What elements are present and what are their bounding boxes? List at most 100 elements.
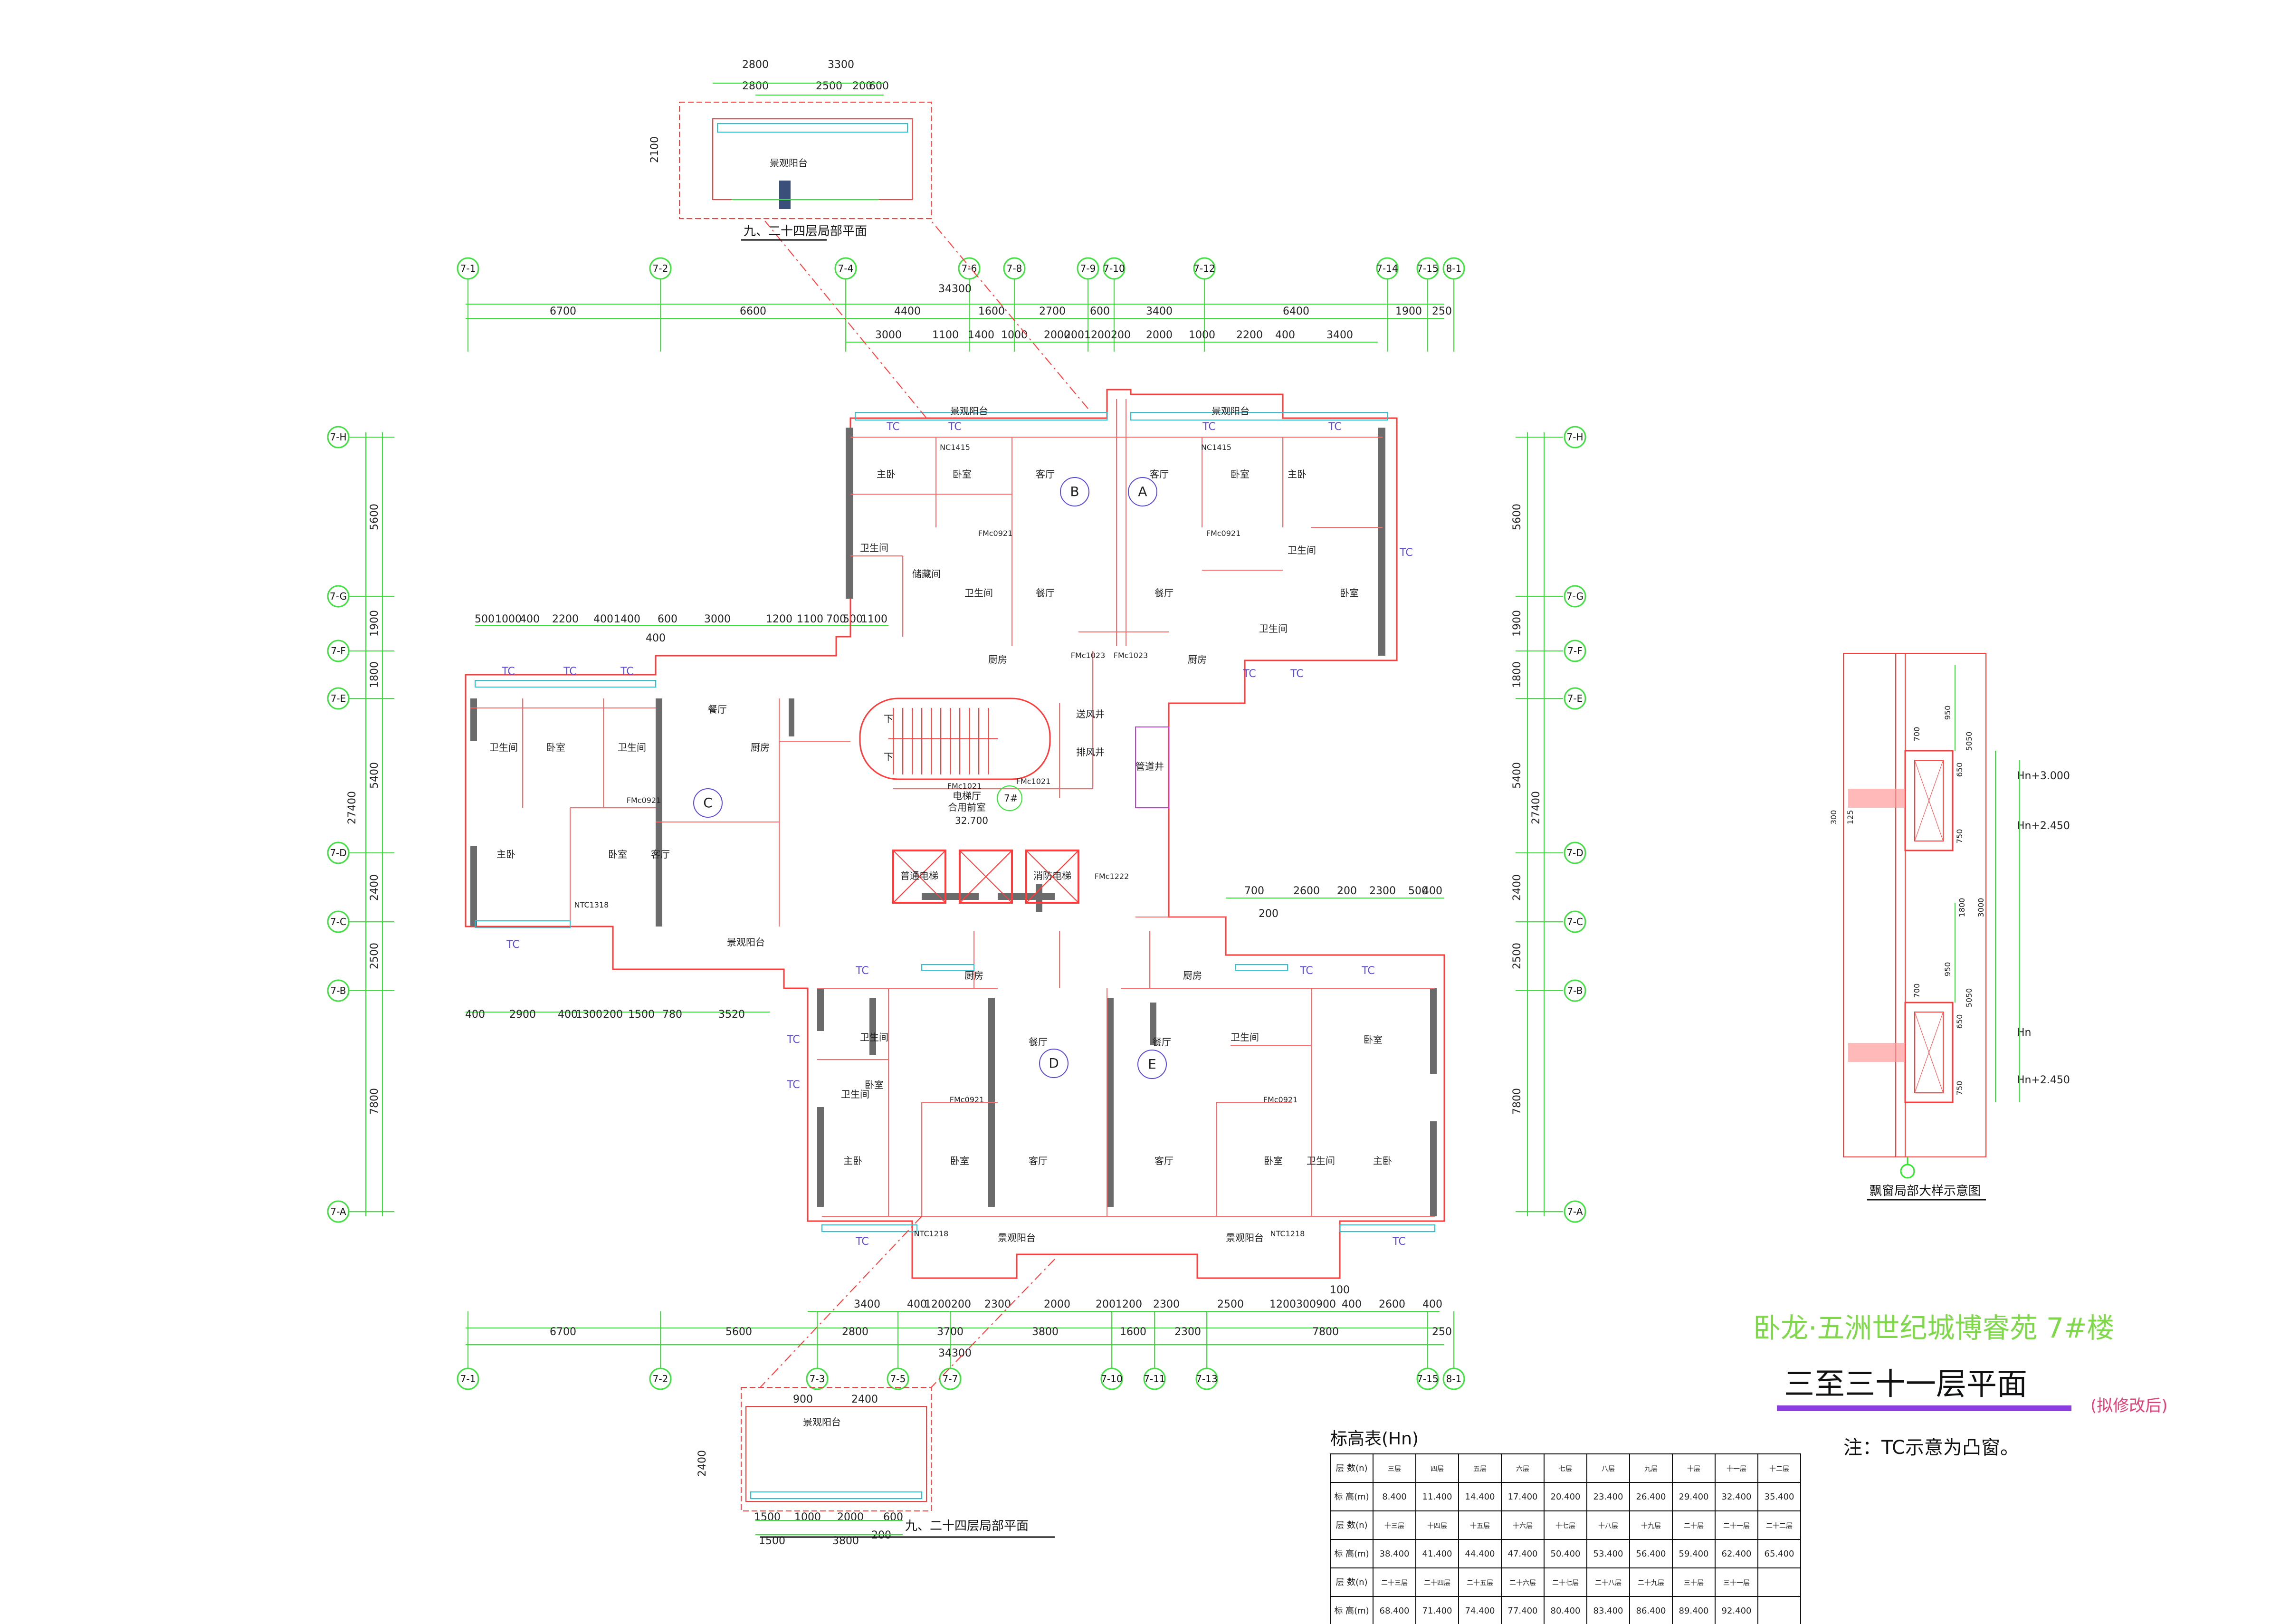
axis-right-7-C-bubble bbox=[1564, 910, 1586, 933]
axis-bottom-7-11: 7-11 bbox=[1144, 1373, 1165, 1385]
dim-mid-left-bottom: 400 bbox=[465, 1009, 485, 1021]
axis-right-7-H-bubble bbox=[1564, 426, 1586, 449]
window-detail-dim: 700 bbox=[1912, 984, 1921, 998]
dim-mid-left-bottom: 780 bbox=[662, 1009, 682, 1021]
tc-marker: TC bbox=[1392, 1236, 1406, 1248]
axis-top-7-4-bubble bbox=[834, 257, 857, 280]
elevation-cell: 56.400 bbox=[1636, 1549, 1666, 1559]
dim-mid-left-bottom: 1300 bbox=[576, 1009, 602, 1021]
elevation-cell: 二十一层 bbox=[1723, 1522, 1750, 1530]
door-tag: FMc0921 bbox=[950, 1095, 984, 1104]
dim-mid-left-bottom: 2900 bbox=[509, 1009, 536, 1021]
dim-bottom-row2: 2300 bbox=[984, 1299, 1011, 1310]
tc-marker: TC bbox=[563, 666, 577, 678]
elevation-cell: 十六层 bbox=[1513, 1522, 1533, 1530]
axis-left-7-H-bubble bbox=[327, 426, 350, 449]
axis-top-7-9: 7-9 bbox=[1080, 263, 1096, 274]
dim-mid-right: 700 bbox=[1244, 885, 1264, 897]
dim-mid-left: 1100 bbox=[861, 613, 887, 625]
dim-top-row1: 2700 bbox=[1039, 306, 1066, 317]
dim-mid-left: 3000 bbox=[704, 613, 731, 625]
axis-left-7-B-bubble bbox=[327, 979, 350, 1002]
dim-bottom-row2: 2500 bbox=[1217, 1299, 1244, 1310]
elevation-cell: 九层 bbox=[1644, 1465, 1658, 1473]
tc-marker: TC bbox=[855, 965, 869, 977]
room-C-7: 厨房 bbox=[751, 742, 770, 753]
room-C-5: 卫生间 bbox=[489, 742, 518, 753]
door-tag: NC1415 bbox=[940, 443, 970, 452]
door-tag: FMc1021 bbox=[947, 782, 982, 791]
elevation-cell: 二十九层 bbox=[1638, 1579, 1664, 1587]
dim-left: 5400 bbox=[369, 762, 381, 789]
tc-marker: TC bbox=[1328, 421, 1342, 433]
elevation-cell: 89.400 bbox=[1679, 1606, 1709, 1616]
unit-A-circle bbox=[1128, 477, 1157, 506]
unit-E-label: E bbox=[1148, 1056, 1156, 1072]
dim-top-row2: 2000 bbox=[1146, 329, 1173, 341]
dim-bottom-row2: 1200 bbox=[1269, 1299, 1296, 1310]
dim-bottom-row2: 400 bbox=[1422, 1299, 1442, 1310]
dim-left-total: 27400 bbox=[346, 791, 358, 824]
elevator-bank bbox=[892, 850, 1079, 904]
pipe-label: 管道井 bbox=[1135, 761, 1164, 772]
axis-bottom-8-1: 8-1 bbox=[1446, 1373, 1462, 1385]
elevator-label: 普通电梯 bbox=[900, 870, 938, 881]
tc-marker: TC bbox=[1361, 965, 1375, 977]
elevation-cell: 五层 bbox=[1473, 1465, 1487, 1473]
note-text: 注：TC示意为凸窗。 bbox=[1843, 1437, 2019, 1459]
dim-partial-top: 3300 bbox=[828, 59, 854, 71]
axis-bottom-7-13-bubble bbox=[1195, 1367, 1218, 1390]
elevation-cell: 二十三层 bbox=[1381, 1579, 1408, 1587]
elevation-cell: 四层 bbox=[1431, 1465, 1444, 1473]
dim-right-total: 27400 bbox=[1530, 791, 1542, 824]
elevation-cell: 32.400 bbox=[1722, 1492, 1752, 1502]
elevation-cell: 二十二层 bbox=[1766, 1522, 1793, 1530]
dim-mid-right: 500 bbox=[1408, 885, 1428, 897]
door-tag: FMc0921 bbox=[978, 529, 1013, 538]
axis-bottom-7-13: 7-13 bbox=[1196, 1373, 1217, 1385]
axis-top-7-2: 7-2 bbox=[653, 263, 668, 274]
room-E-5: 卫生间 bbox=[1231, 1032, 1259, 1043]
elevation-cell: 14.400 bbox=[1465, 1492, 1495, 1502]
tc-marker: TC bbox=[501, 666, 515, 678]
dim-left: 7800 bbox=[369, 1088, 381, 1115]
door-tag: NTC1318 bbox=[574, 900, 609, 909]
dim-right: 2400 bbox=[1511, 874, 1523, 901]
tc-marker: TC bbox=[506, 939, 520, 951]
tc-marker: TC bbox=[620, 666, 634, 678]
axis-right-7-F: 7-F bbox=[1567, 645, 1582, 657]
room-D-2: 卧室 bbox=[865, 1079, 884, 1090]
elevation-table-title: 标高表(Hn) bbox=[1330, 1429, 1419, 1449]
elevation-row-label: 层 数(n) bbox=[1336, 1520, 1367, 1530]
elevation-cell: 77.400 bbox=[1508, 1606, 1538, 1616]
room-E-4: 餐厅 bbox=[1152, 1036, 1171, 1048]
dim-partial-top: 2500 bbox=[816, 80, 842, 92]
dim-partial-bottom: 600 bbox=[883, 1511, 903, 1523]
dim-bottom-row1: 2300 bbox=[1174, 1326, 1201, 1338]
room-B-6: 厨房 bbox=[988, 654, 1007, 665]
axis-bottom-7-2-bubble bbox=[649, 1367, 672, 1390]
dim-bottom-row2: 400 bbox=[1342, 1299, 1362, 1310]
room-D-7: 厨房 bbox=[964, 970, 983, 981]
elevation-cell: 11.400 bbox=[1422, 1492, 1452, 1502]
dim-bottom-row2: 100 bbox=[1330, 1284, 1350, 1296]
room-D-6: 卫生间 bbox=[841, 1089, 869, 1100]
dim-mid-left: 1200 bbox=[766, 613, 792, 625]
dim-top-row2: 2001200200 bbox=[1064, 329, 1131, 341]
dim-bottom-row1: 2800 bbox=[842, 1326, 868, 1338]
axis-right-7-C: 7-C bbox=[1567, 916, 1583, 927]
room-A-6: 卫生间 bbox=[1259, 623, 1288, 634]
room-labels: 主卧卧室卧室客厅餐厅卫生间卫生间厨房主卧卧室客厅餐厅卫生间卫生间厨房储藏间主卧卧… bbox=[489, 157, 2070, 1428]
elevation-cell: 二十七层 bbox=[1552, 1579, 1579, 1587]
axis-top-7-2-bubble bbox=[649, 257, 672, 280]
elevation-cell: 71.400 bbox=[1422, 1606, 1452, 1616]
dim-top-row1: 6400 bbox=[1283, 306, 1309, 317]
axis-left-7-H: 7-H bbox=[330, 431, 347, 443]
room-E-6: 卫生间 bbox=[1307, 1155, 1335, 1166]
window-detail-dim: 700 bbox=[1912, 727, 1921, 742]
dim-mid-left: 2200 bbox=[552, 613, 579, 625]
elevation-cell: 十七层 bbox=[1555, 1522, 1575, 1530]
title-block: 卧龙·五洲世纪城博睿苑 7#楼 三至三十一层平面 (拟修改后) 注：TC示意为凸… bbox=[1753, 1312, 2168, 1459]
